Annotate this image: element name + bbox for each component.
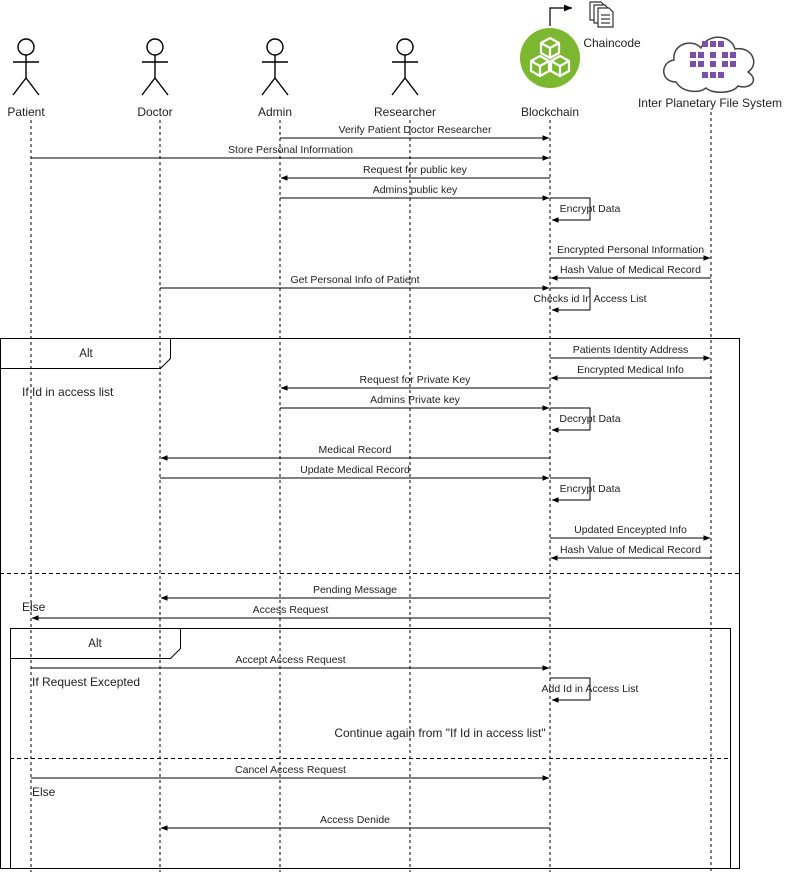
note-text: Continue again from "If Id in access lis… xyxy=(334,726,545,740)
message-label: Access Request xyxy=(253,604,329,616)
self-message-arrow xyxy=(550,477,591,503)
actor-label-researcher: Researcher xyxy=(374,105,436,119)
chaincode-label: Chaincode xyxy=(583,36,641,50)
message-label: Medical Record xyxy=(319,444,392,456)
message-label: Get Personal Info of Patient xyxy=(291,274,420,286)
message-label: Admins Private key xyxy=(370,394,461,406)
actor-label-blockchain: Blockchain xyxy=(521,105,579,119)
message-label: Request for public key xyxy=(363,164,468,176)
message-label: Accept Access Request xyxy=(235,654,345,666)
self-message-arrow xyxy=(550,287,591,313)
message-label: Hash Value of Medical Record xyxy=(560,544,701,556)
message-label: Access Denide xyxy=(320,814,390,826)
message-label: Admins public key xyxy=(373,184,458,196)
person-icon xyxy=(12,38,40,96)
blockchain-icon xyxy=(520,28,580,88)
message-label: Request for Private Key xyxy=(360,374,472,386)
self-message-label: Encrypt Data xyxy=(560,483,621,495)
message-label: Store Personal Information xyxy=(228,144,353,156)
actor-label-patient: Patient xyxy=(7,105,45,119)
actor-label-ipfs: Inter Planetary File System xyxy=(638,96,782,110)
message-label: Updated Enceypted Info xyxy=(574,524,687,536)
condition-label: Else xyxy=(22,600,46,614)
self-message-label: Encrypt Data xyxy=(560,203,621,215)
chaincode-connector xyxy=(549,4,573,26)
actor-label-doctor: Doctor xyxy=(137,105,172,119)
message-label: Encrypted Medical Info xyxy=(577,364,684,376)
message-label: Update Medical Record xyxy=(300,464,410,476)
condition-label: If Id in access list xyxy=(22,385,114,399)
frame-label: Alt xyxy=(88,638,102,650)
self-message-label: Add Id in Access List xyxy=(542,683,639,695)
self-message-arrow xyxy=(550,677,591,703)
cloud-icon xyxy=(663,36,755,93)
message-label: Verify Patient Doctor Researcher xyxy=(339,124,492,136)
self-message-arrow xyxy=(550,407,591,433)
self-message-label: Checks id In Access List xyxy=(533,293,646,305)
document-stack-icon xyxy=(589,1,614,28)
person-icon xyxy=(391,38,419,96)
message-label: Encrypted Personal Information xyxy=(557,244,704,256)
message-label: Patients Identity Address xyxy=(573,344,689,356)
condition-label: Else xyxy=(32,785,56,799)
message-label: Hash Value of Medical Record xyxy=(560,264,701,276)
person-icon xyxy=(141,38,169,96)
self-message-arrow xyxy=(550,197,591,223)
alt-frame-inner: Alt xyxy=(10,628,731,869)
alt-frame-outer: Alt xyxy=(0,338,740,869)
condition-label: If Request Excepted xyxy=(32,675,140,689)
frame-label: Alt xyxy=(79,348,93,360)
actor-label-admin: Admin xyxy=(258,105,292,119)
person-icon xyxy=(261,38,289,96)
self-message-label: Decrypt Data xyxy=(559,413,620,425)
message-label: Cancel Access Request xyxy=(235,764,346,776)
message-label: Pending Message xyxy=(313,584,397,596)
